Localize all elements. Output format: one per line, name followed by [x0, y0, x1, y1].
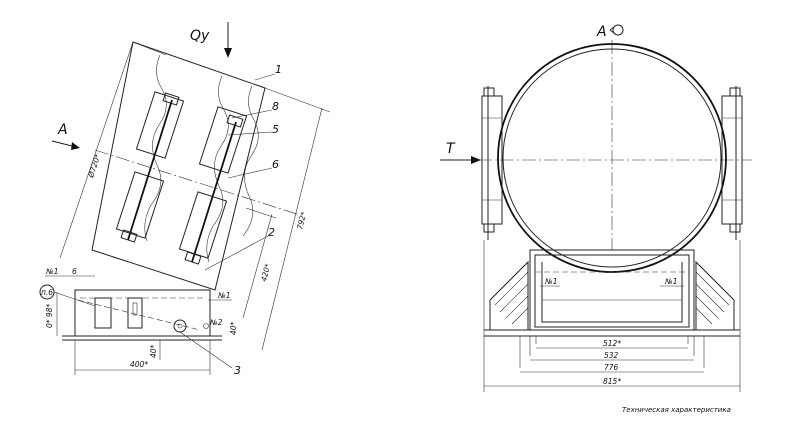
callout-5: 5 [272, 123, 279, 136]
pipe-inner [502, 48, 722, 268]
diameter-label: Ø720* [86, 153, 102, 180]
view-a-marker-icon [612, 24, 624, 36]
view-a-label: A [57, 122, 68, 138]
load-label: Qy [190, 28, 210, 44]
right-base [484, 249, 740, 337]
view-a-right-label: A [596, 24, 607, 40]
left-view: Qy A Ø720* [39, 22, 331, 377]
tag-n2: №2 [209, 318, 223, 327]
tag-n1-left: №1 [45, 267, 59, 276]
callout-6: 6 [272, 158, 279, 171]
clamp-ears [481, 86, 743, 240]
right-view: A T [440, 24, 752, 392]
tag-p6: п.6 [41, 288, 53, 297]
callout-2: 2 [268, 226, 275, 239]
tag-n1-mid: №1 [217, 291, 231, 300]
callout-3: 3 [234, 364, 241, 377]
height-label: 792* [295, 211, 308, 231]
dim-512: 512* [603, 339, 621, 348]
force-t-label: T [446, 141, 456, 157]
diameter-dim-line [59, 41, 134, 259]
base-support [62, 289, 222, 341]
dim-98-label: 0* 98* [45, 304, 54, 328]
callout-1: 1 [275, 63, 282, 76]
dim-40-bottom-label: 40* [149, 344, 158, 358]
callout-8: 8 [272, 100, 279, 113]
clamp-body [91, 41, 301, 291]
marker-6: 6 [72, 267, 77, 276]
dim-40-side-label: 40* [229, 321, 238, 335]
dim-420-label: 420* [259, 263, 272, 283]
dim-776: 776 [604, 363, 619, 372]
dim-815: 815* [603, 377, 621, 386]
dim-400-label: 400* [130, 360, 148, 369]
footer-caption: Техническая характеристика [622, 406, 731, 414]
tag-n1-right-left: №1 [544, 277, 558, 286]
height-dim-line [261, 107, 323, 351]
dim-532: 532 [604, 351, 619, 360]
tag-n1-right-right: №1 [664, 277, 678, 286]
